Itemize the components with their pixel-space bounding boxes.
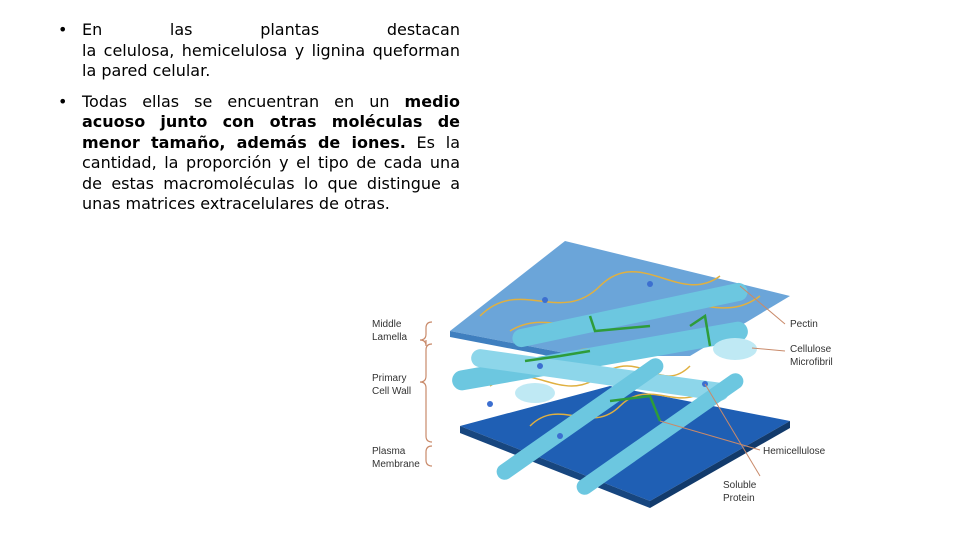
label-cellulose-2: Microfibril [790,357,833,368]
label-middle-lamella-1: Middle [372,319,402,330]
bullet-1-text: la celulosa, hemicelulosa y lignina quef… [82,40,460,81]
bullet-list: • En las plantas destacan la celulosa, h… [58,20,460,225]
cellulose-microfibrils [452,282,757,495]
cell-wall-diagram: Middle Lamella Primary Cell Wall Plasma … [360,236,850,516]
label-soluble-protein-1: Soluble [723,480,757,491]
bullet-dot: • [58,20,68,39]
hemicellulose-chains [524,313,712,422]
left-brackets [419,321,433,467]
label-primary-cell-wall-2: Cell Wall [372,386,411,397]
cell-wall-illustration: Middle Lamella Primary Cell Wall Plasma … [372,241,833,508]
label-pectin: Pectin [790,319,818,330]
label-plasma-membrane-2: Membrane [372,459,420,470]
right-leader-lines [659,285,786,477]
bullet-2-text-b: Es la cantidad, la proporción y el tipo … [82,132,460,214]
label-hemicellulose: Hemicellulose [763,446,826,457]
bullet-dot: • [58,91,68,111]
bullet-1-first-line: En las plantas destacan [82,20,460,41]
word: plantas [260,20,320,39]
bullet-item-1: • En las plantas destacan la celulosa, h… [58,20,460,82]
bullet-2-text-bold: medio acuoso junto con otras moléculas d… [82,91,460,152]
bullet-2-text-a: Todas ellas se encuentran en un [82,91,405,111]
label-primary-cell-wall-1: Primary [372,373,406,384]
label-soluble-protein-2: Protein [723,493,755,504]
plasma-membrane-plate [460,386,790,501]
label-plasma-membrane-1: Plasma [372,446,406,457]
word: destacan [386,20,460,39]
word: las [169,20,193,39]
bullet-item-2: • Todas ellas se encuentran en un medio … [58,92,460,215]
label-middle-lamella-2: Lamella [372,332,407,343]
word: En [82,20,103,39]
label-cellulose-1: Cellulose [790,344,832,355]
